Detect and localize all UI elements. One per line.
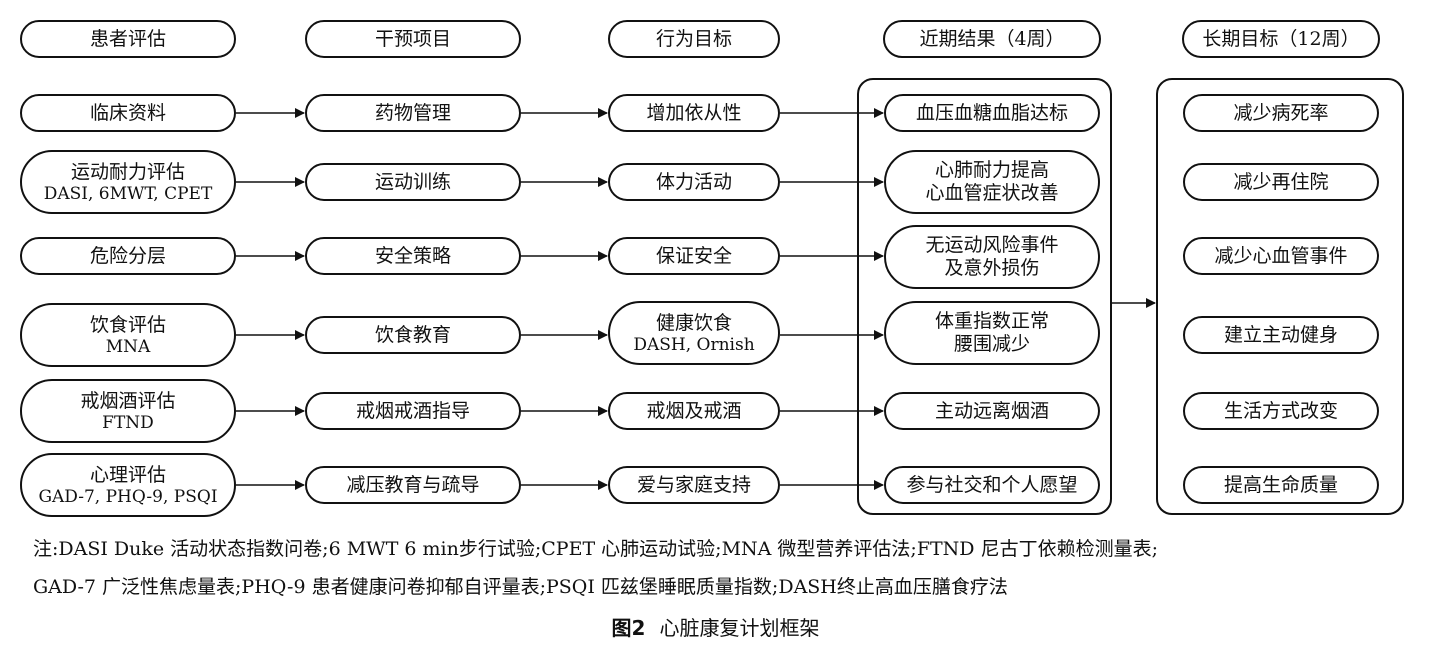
node-label: 建立主动健身 bbox=[1223, 323, 1338, 346]
long-term-goals-group bbox=[1156, 78, 1404, 515]
node-label: 安全策略 bbox=[374, 244, 451, 267]
node-label: 健康饮食 bbox=[655, 311, 732, 334]
node-label: 无运动风险事件 bbox=[925, 234, 1059, 256]
node-sublabel: FTND bbox=[102, 412, 154, 433]
intervention-exercise-training: 运动训练 bbox=[305, 163, 521, 201]
result-cardiopulmonary-fitness: 心肺耐力提高心血管症状改善 bbox=[884, 150, 1100, 214]
node-sublabel: DASH, Ornish bbox=[633, 334, 755, 355]
node-label: 饮食教育 bbox=[374, 323, 451, 346]
note-line-2: GAD-7 广泛性焦虑量表;PHQ-9 患者健康问卷抑郁自评量表;PSQI 匹兹… bbox=[33, 576, 1008, 598]
node-label: 危险分层 bbox=[89, 244, 166, 267]
goal-ensure-safety: 保证安全 bbox=[608, 237, 780, 275]
goal-family-support: 爱与家庭支持 bbox=[608, 466, 780, 504]
node-label: 减少心血管事件 bbox=[1214, 244, 1348, 267]
assessment-clinical-data: 临床资料 bbox=[20, 94, 236, 132]
goal-adherence: 增加依从性 bbox=[608, 94, 780, 132]
header-label: 行为目标 bbox=[655, 27, 732, 50]
longterm-reduce-mortality: 减少病死率 bbox=[1183, 94, 1379, 132]
node-label: 血压血糖血脂达标 bbox=[915, 101, 1068, 124]
result-no-exercise-risk: 无运动风险事件及意外损伤 bbox=[884, 225, 1100, 289]
node-sublabel: MNA bbox=[105, 336, 151, 357]
node-label: 运动训练 bbox=[374, 170, 451, 193]
node-label: 心肺耐力提高 bbox=[934, 159, 1049, 181]
intervention-diet-education: 饮食教育 bbox=[305, 316, 521, 354]
node-label-2: 心血管症状改善 bbox=[925, 182, 1059, 204]
node-sublabel: GAD-7, PHQ-9, PSQI bbox=[38, 486, 218, 507]
header-long-term-goal: 长期目标（12周） bbox=[1182, 20, 1380, 58]
node-label: 戒烟及戒酒 bbox=[646, 399, 742, 422]
node-label: 生活方式改变 bbox=[1223, 399, 1338, 422]
short-term-results-group bbox=[857, 78, 1112, 515]
node-label: 减压教育与疏导 bbox=[346, 473, 480, 496]
intervention-medication: 药物管理 bbox=[305, 94, 521, 132]
node-label: 饮食评估 bbox=[89, 313, 166, 336]
result-social-participation: 参与社交和个人愿望 bbox=[884, 466, 1100, 504]
figure-number: 图2 bbox=[611, 616, 646, 640]
node-label: 临床资料 bbox=[89, 101, 166, 124]
node-label: 体力活动 bbox=[655, 170, 732, 193]
node-label: 保证安全 bbox=[655, 244, 732, 267]
node-label-2: 及意外损伤 bbox=[944, 257, 1040, 279]
result-bmi-waist: 体重指数正常腰围减少 bbox=[884, 301, 1100, 365]
result-bp-glucose-lipid: 血压血糖血脂达标 bbox=[884, 94, 1100, 132]
figure-caption: 图2 心脏康复计划框架 bbox=[0, 612, 1431, 641]
header-intervention: 干预项目 bbox=[305, 20, 521, 58]
header-label: 患者评估 bbox=[89, 27, 166, 50]
result-avoid-tobacco-alcohol: 主动远离烟酒 bbox=[884, 392, 1100, 430]
longterm-quality-of-life: 提高生命质量 bbox=[1183, 466, 1379, 504]
assessment-risk-stratification: 危险分层 bbox=[20, 237, 236, 275]
header-label: 近期结果（4周） bbox=[919, 27, 1065, 50]
intervention-stress-relief: 减压教育与疏导 bbox=[305, 466, 521, 504]
node-label: 戒烟戒酒指导 bbox=[355, 399, 470, 422]
note-line-1: 注:DASI Duke 活动状态指数问卷;6 MWT 6 min步行试验;CPE… bbox=[33, 538, 1158, 560]
header-patient-assessment: 患者评估 bbox=[20, 20, 236, 58]
header-label: 干预项目 bbox=[374, 27, 451, 50]
figure-title: 心脏康复计划框架 bbox=[659, 616, 820, 640]
header-short-term-result: 近期结果（4周） bbox=[883, 20, 1101, 58]
node-label: 减少病死率 bbox=[1233, 101, 1329, 124]
header-behavior-goal: 行为目标 bbox=[608, 20, 780, 58]
node-label: 药物管理 bbox=[374, 101, 451, 124]
node-label: 参与社交和个人愿望 bbox=[906, 473, 1078, 496]
node-label: 戒烟酒评估 bbox=[80, 389, 176, 412]
node-label: 减少再住院 bbox=[1233, 170, 1329, 193]
longterm-reduce-readmission: 减少再住院 bbox=[1183, 163, 1379, 201]
intervention-safety-strategy: 安全策略 bbox=[305, 237, 521, 275]
node-label-2: 腰围减少 bbox=[953, 333, 1030, 355]
intervention-quit-smoking-drinking: 戒烟戒酒指导 bbox=[305, 392, 521, 430]
node-label: 爱与家庭支持 bbox=[636, 473, 751, 496]
node-label: 主动远离烟酒 bbox=[934, 399, 1049, 422]
longterm-reduce-cv-events: 减少心血管事件 bbox=[1183, 237, 1379, 275]
longterm-lifestyle-change: 生活方式改变 bbox=[1183, 392, 1379, 430]
node-label: 心理评估 bbox=[89, 463, 166, 486]
node-label: 提高生命质量 bbox=[1223, 473, 1338, 496]
goal-physical-activity: 体力活动 bbox=[608, 163, 780, 201]
longterm-active-fitness: 建立主动健身 bbox=[1183, 316, 1379, 354]
header-label: 长期目标（12周） bbox=[1202, 27, 1360, 50]
node-label: 增加依从性 bbox=[646, 101, 742, 124]
node-sublabel: DASI, 6MWT, CPET bbox=[43, 183, 213, 204]
goal-quit-smoking-drinking: 戒烟及戒酒 bbox=[608, 392, 780, 430]
node-label: 体重指数正常 bbox=[934, 310, 1049, 332]
node-label: 运动耐力评估 bbox=[70, 160, 185, 183]
